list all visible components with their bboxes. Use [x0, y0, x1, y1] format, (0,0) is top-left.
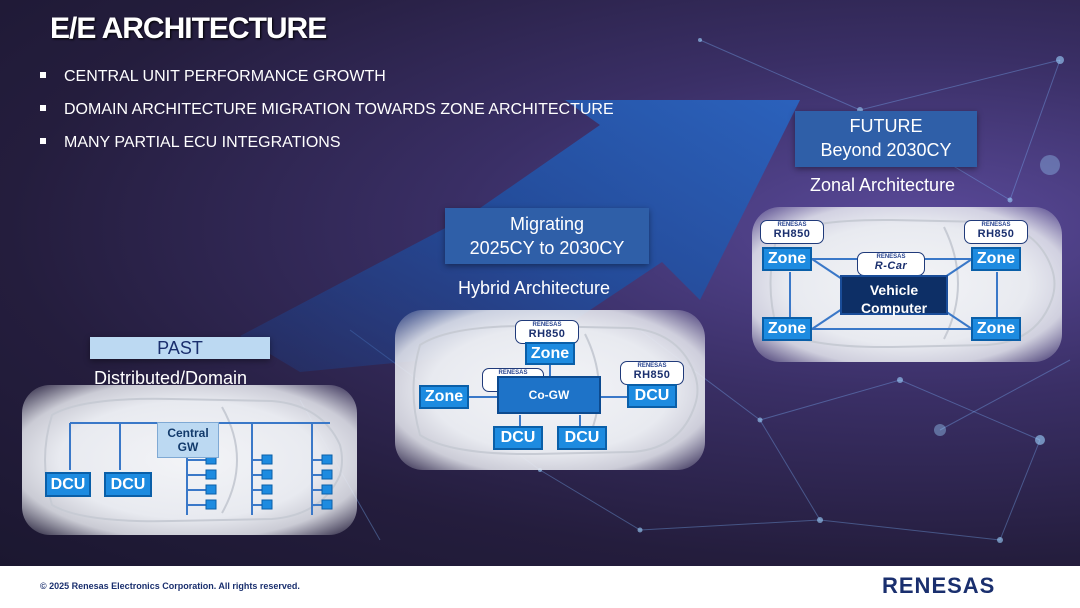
migrating-stage-line1: Migrating — [509, 214, 585, 234]
dcu-block: DCU — [104, 472, 152, 497]
renesas-logo: RENESAS — [882, 573, 995, 598]
rh850-chip-logo: RENESAS RH850 — [760, 220, 824, 244]
dcu-block: DCU — [493, 426, 543, 450]
vehicle-computer: Vehicle Computer — [840, 275, 948, 316]
past-stage-label: PAST — [157, 338, 203, 358]
bullet-item: MANY PARTIAL ECU INTEGRATIONS — [40, 132, 614, 165]
zone-block: Zone — [971, 247, 1021, 271]
rh850-chip-logo: RENESAS RH850 — [515, 320, 579, 344]
bullet-item: DOMAIN ARCHITECTURE MIGRATION TOWARDS ZO… — [40, 99, 614, 132]
rh850-chip-logo: RENESAS RH850 — [620, 361, 684, 385]
dcu-block: DCU — [627, 384, 677, 408]
zone-block: Zone — [419, 385, 469, 409]
car-outline — [44, 397, 343, 523]
dcu-block: DCU — [45, 472, 91, 497]
rh850-chip-logo: RENESAS RH850 — [964, 220, 1028, 244]
past-stage-subtitle: Distributed/Domain — [94, 368, 248, 388]
bullet-square-icon — [40, 104, 46, 111]
migrating-stage-line2: 2025CY to 2030CY — [469, 238, 625, 258]
migrating-stage-subtitle: Hybrid Architecture — [458, 278, 611, 298]
migrating-stage-box: Migrating 2025CY to 2030CY — [445, 208, 649, 264]
zone-block: Zone — [971, 317, 1021, 341]
future-stage-box: FUTURE Beyond 2030CY — [795, 111, 977, 167]
r-car-chip-logo: RENESAS R-Car — [857, 252, 925, 276]
bullet-square-icon — [40, 71, 46, 78]
bullet-square-icon — [40, 137, 46, 144]
zone-block: Zone — [762, 247, 812, 271]
footer-copyright: © 2025 Renesas Electronics Corporation. … — [40, 581, 300, 591]
central-gateway: Central GW — [157, 422, 219, 458]
bullet-list: CENTRAL UNIT PERFORMANCE GROWTH DOMAIN A… — [40, 66, 614, 165]
future-stage-subtitle: Zonal Architecture — [810, 175, 956, 195]
zone-block: Zone — [762, 317, 812, 341]
zonal-car-diagram: RENESAS RH850 RENESAS RH850 Zone Zone Zo… — [752, 207, 1062, 362]
future-stage-line1: FUTURE — [849, 116, 923, 136]
future-stage-line2: Beyond 2030CY — [820, 140, 952, 160]
co-gateway: Co-GW — [497, 376, 601, 414]
zone-block: Zone — [525, 342, 575, 365]
dcu-block: DCU — [557, 426, 607, 450]
page-title: E/E ARCHITECTURE — [50, 12, 327, 45]
slide: E/E ARCHITECTURE CENTRAL UNIT PERFORMANC… — [0, 0, 1080, 566]
past-stage-box: PAST — [90, 337, 270, 359]
svg-text:RENESAS: RENESAS — [882, 573, 995, 598]
past-car-diagram: Central GW DCU DCU — [22, 385, 357, 535]
bullet-item: CENTRAL UNIT PERFORMANCE GROWTH — [40, 66, 614, 99]
hybrid-car-diagram: RENESAS RH850 Zone RENESAS R-Car Co-GW Z… — [395, 310, 705, 470]
